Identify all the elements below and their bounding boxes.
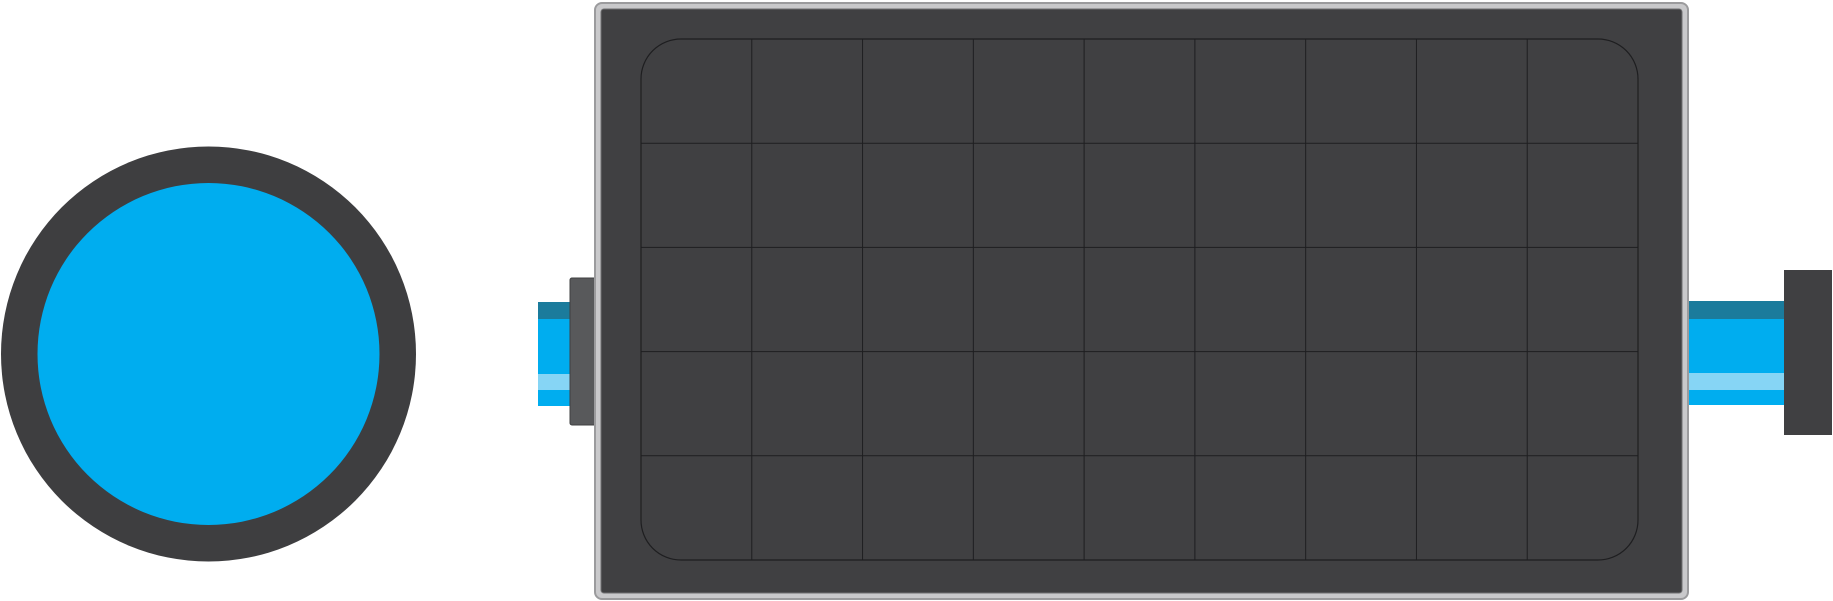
left-tube-highlight [538,374,574,390]
panel-cell-grid [640,38,1639,561]
right-cable [1683,301,1785,405]
right-tube-highlight [1683,373,1785,390]
disc-face [37,183,380,525]
end-cap-block [1784,270,1832,435]
left-clamp-bracket [569,277,597,426]
right-tube-top-stripe [1683,301,1785,319]
left-cable-stub [538,302,574,406]
solar-panel-icon [594,2,1689,600]
panel-grid-border [640,38,1639,561]
panel-body [600,8,1683,594]
circular-lens-icon [1,146,416,562]
left-tube-top-stripe [538,302,574,319]
